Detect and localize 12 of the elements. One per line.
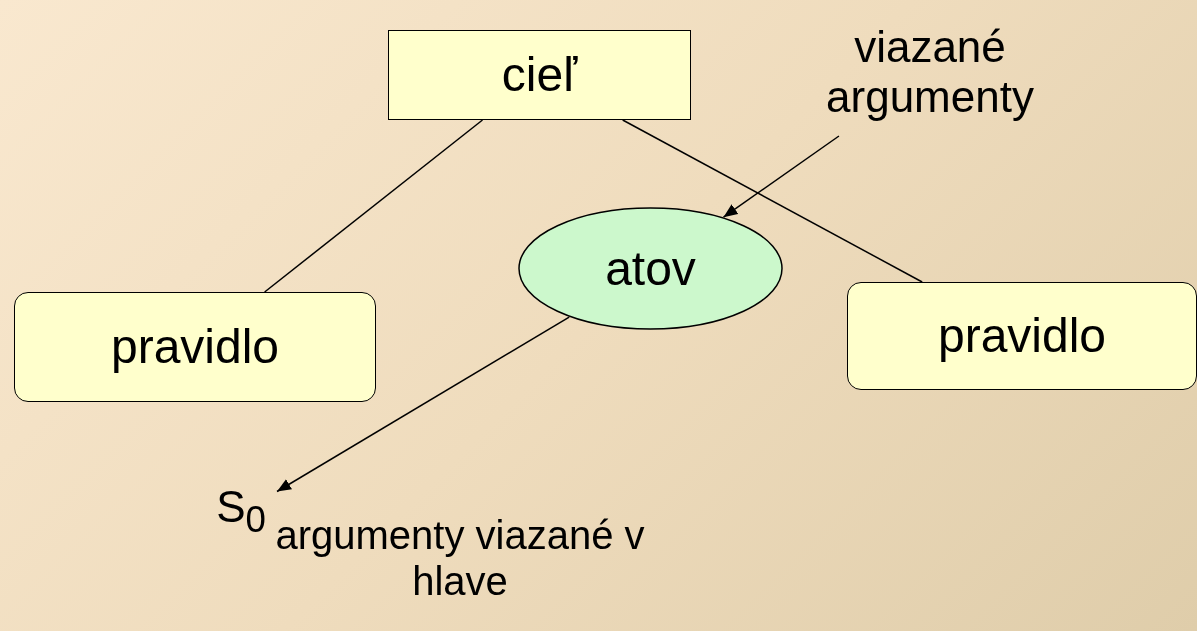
connector-line [263,119,484,293]
node-label: pravidlo [937,310,1107,362]
goal-box [388,30,691,120]
node-label: atov [605,242,696,295]
arrow [276,316,570,493]
s0-text: S$_{0}$ [216,481,266,542]
arrow [722,135,840,218]
node-label: cieľ [501,49,578,101]
annotation-text: argumenty viazané v hlave [274,512,646,604]
node-label: pravidlo [110,321,280,373]
connector-line [621,119,923,283]
bound-arguments-text: viazané argumenty [825,22,1035,122]
